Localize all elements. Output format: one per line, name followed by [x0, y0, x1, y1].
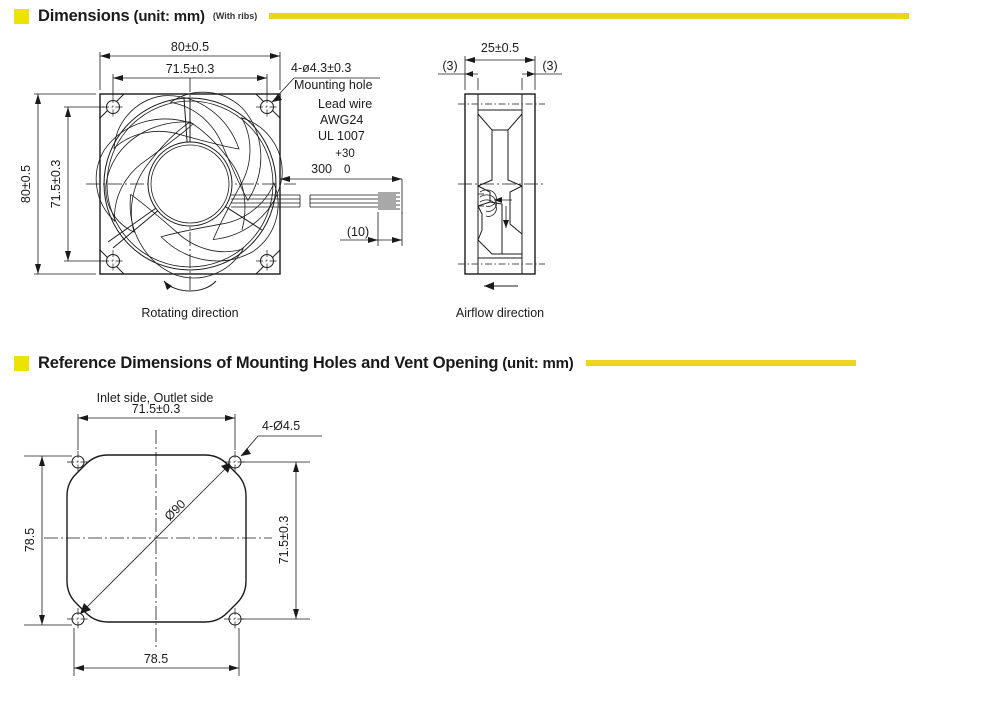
motor-hub — [147, 141, 233, 227]
dim-label-hole-pitch-right: 71.5±0.3 — [277, 516, 291, 565]
rotating-direction-arrow — [163, 280, 217, 292]
vent-opening-outline — [66, 454, 247, 623]
side-view-drawing: 25±0.5 (3) (3) Airflow dir — [420, 34, 640, 334]
caption-airflow-direction: Airflow direction — [456, 306, 544, 320]
dim-height-holes — [64, 106, 104, 262]
internal-flow-arrows — [494, 197, 512, 228]
hole-callout-leader — [240, 435, 322, 457]
dim-width-holes — [112, 74, 268, 96]
flange-bands — [478, 109, 522, 259]
impeller-blades — [95, 91, 283, 279]
dim-strip-length — [340, 212, 403, 246]
section-header-dimensions: Dimensions (unit: mm) (With ribs) — [14, 5, 910, 27]
airflow-arrow — [484, 282, 518, 290]
section-rule-2 — [585, 360, 856, 366]
caption-rotating-direction: Rotating direction — [141, 306, 238, 320]
dim-label-outline-left: 78.5 — [23, 528, 37, 552]
dim-label-lead-tol-upper: +30 — [335, 148, 355, 160]
dim-label-hole-callout: 4-Ø4.5 — [262, 419, 300, 433]
mounting-vent-drawing: Inlet side, Outlet side Ø90 — [0, 380, 400, 700]
motor-hub-inner — [150, 144, 230, 224]
dim-height-outer — [34, 93, 96, 275]
mounting-holes — [102, 96, 278, 272]
label-mounting-hole: Mounting hole — [294, 78, 373, 92]
dim-lead-length — [280, 176, 403, 214]
mounting-holes-reference — [67, 451, 246, 630]
dim-label-rib-right: (3) — [542, 59, 557, 73]
dim-outline-bottom — [73, 628, 240, 676]
section-title: Dimensions — [38, 6, 130, 25]
dim-label-vent-diameter: Ø90 — [162, 497, 189, 524]
section-unit: (unit: mm) — [133, 7, 206, 25]
dim-label-height-holes: 71.5±0.3 — [49, 160, 63, 209]
dim-label-width-outer: 80±0.5 — [171, 40, 209, 54]
dim-label-lead-tol-lower: 0 — [344, 164, 350, 176]
dim-label-width-holes: 71.5±0.3 — [166, 62, 215, 76]
label-lead-wire-rating: UL 1007 — [318, 129, 365, 143]
section-rule — [269, 13, 910, 19]
dim-label-strip-length: (10) — [347, 225, 369, 239]
mounting-hole-leader — [271, 77, 380, 103]
section-marker-icon-2 — [14, 355, 29, 371]
label-lead-wire: Lead wire — [318, 97, 372, 111]
dim-label-depth: 25±0.5 — [481, 41, 519, 55]
dim-label-height-outer: 80±0.5 — [19, 165, 33, 203]
dim-outline-left — [24, 455, 72, 626]
dim-rib-left — [438, 71, 479, 90]
dim-label-mounting-hole: 4-ø4.3±0.3 — [291, 61, 351, 75]
section-note: (With ribs) — [212, 11, 258, 21]
dim-width-outer — [99, 52, 281, 90]
dim-label-rib-left: (3) — [442, 59, 457, 73]
dim-label-lead-length: 300 — [311, 162, 332, 176]
caption-inlet-outlet: Inlet side, Outlet side — [97, 391, 214, 405]
dim-label-outline-bottom: 78.5 — [144, 652, 168, 666]
dim-hole-pitch-right — [241, 461, 310, 620]
label-lead-wire-gauge: AWG24 — [320, 113, 363, 127]
section-title-2: Reference Dimensions of Mounting Holes a… — [38, 353, 499, 372]
dim-hole-pitch-top — [77, 414, 236, 450]
front-view-drawing: 80±0.5 71.5±0.3 80±0.5 — [0, 34, 430, 334]
section-marker-icon — [14, 8, 29, 24]
section-unit-2: (unit: mm) — [502, 354, 574, 372]
dim-rib-right — [521, 71, 562, 90]
motor-coil — [478, 189, 497, 217]
lead-wire — [231, 192, 400, 210]
section-header-reference: Reference Dimensions of Mounting Holes a… — [14, 352, 856, 374]
dim-depth — [464, 56, 536, 90]
dim-label-hole-pitch-top: 71.5±0.3 — [132, 402, 181, 416]
